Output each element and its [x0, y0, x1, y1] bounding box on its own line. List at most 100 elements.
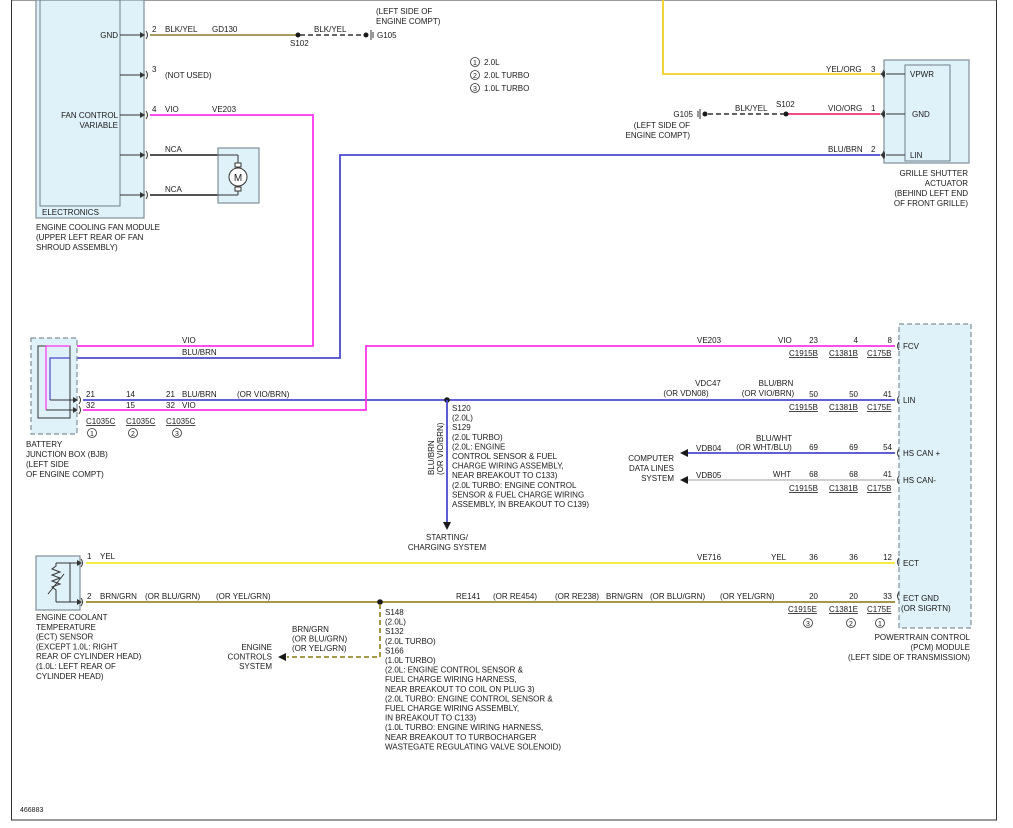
lin-color-alt: (OR VIO/BRN)	[742, 389, 795, 398]
gsa-pin2: 2	[871, 145, 876, 154]
s120-vert-color: BLU/BRN	[427, 440, 436, 475]
bjb-r1-a: 21	[86, 390, 95, 399]
bjb-r1-color: BLU/BRN	[182, 390, 217, 399]
fan-pin4: 4	[152, 105, 157, 114]
arrow-cdl-1	[680, 449, 688, 457]
hsp-color: BLU/WHT	[756, 434, 792, 443]
gsa-pin3: 3	[871, 65, 876, 74]
hsp-circuit: VDB04	[696, 444, 722, 453]
fan-pin3-note: (NOT USED)	[165, 71, 212, 80]
s148-line-4: S166	[385, 646, 404, 655]
thermistor-icon	[47, 562, 71, 603]
fan-gnd-label: GND	[100, 31, 118, 40]
bjb-vio: VIO	[182, 336, 196, 345]
s120-line-5: CONTROL SENSOR & FUEL	[452, 452, 558, 461]
hsp-p3: 54	[883, 443, 892, 452]
s120-line-3: (2.0L TURBO)	[452, 433, 503, 442]
gnd-conn-1: C1915E	[788, 605, 817, 614]
ground-symbol-top	[370, 30, 374, 40]
bjb-conn-n2: 2	[131, 431, 135, 438]
battery-junction-box: BATTERY JUNCTION BOX (BJB) (LEFT SIDE OF…	[26, 337, 108, 479]
gnd-conn-n3: 1	[878, 621, 882, 628]
gsa-lin: LIN	[910, 151, 923, 160]
fan-module-name: ENGINE COOLING FAN MODULE	[36, 223, 160, 232]
engine-controls-dest-0: ENGINE	[241, 643, 272, 652]
bjb-r2-color: VIO	[182, 401, 196, 410]
legend-n3: 3	[473, 86, 477, 93]
motor-label: M	[234, 173, 242, 184]
hsm-circuit: VDB05	[696, 471, 722, 480]
wire-blu-brn-lin-gsa	[70, 154, 880, 359]
ect-name-line-6: CYLINDER HEAD)	[36, 672, 104, 681]
bjb-r2-a: 32	[86, 401, 95, 410]
gsa-name-4: OF FRONT GRILLE)	[894, 199, 968, 208]
ect-color: YEL	[771, 553, 787, 562]
s148-text-block: S148(2.0L)S132(2.0L TURBO)S166(1.0L TURB…	[385, 608, 561, 751]
ect-pin2: 2	[87, 592, 92, 601]
s120-line-10: ASSEMBLY, IN BREAKOUT TO C139)	[452, 500, 589, 509]
lin-circuit-alt: (OR VDN08)	[663, 389, 709, 398]
wire-vio-fcv	[83, 345, 895, 411]
fcv-label: FCV	[903, 342, 920, 351]
gnd-p1: 20	[809, 592, 818, 601]
bjb-conn-n3: 3	[175, 431, 179, 438]
gsa-pin1: 1	[871, 104, 876, 113]
fan-pin2-color: BLK/YEL	[165, 25, 198, 34]
hsm-label: HS CAN-	[903, 476, 936, 485]
s148-line-10: FUEL CHARGE WIRING ASSEMBLY,	[385, 704, 519, 713]
ground-g105-top-dot	[363, 32, 369, 38]
s120-vert-alt: (OR VIO/BRN)	[436, 422, 445, 475]
ect-p1: 36	[809, 553, 818, 562]
legend-t3: 1.0L TURBO	[484, 84, 529, 93]
gsa-ground: G105	[673, 110, 693, 119]
fan-pin4-circuit: VE203	[212, 105, 237, 114]
engine-cooling-fan-module: GND FAN CONTROL VARIABLE ELECTRONICS ENG…	[35, 0, 160, 252]
ground-symbol-right	[697, 109, 701, 119]
lin-conn-2: C1381B	[829, 403, 858, 412]
gsa-ground-loc-1: (LEFT SIDE OF	[634, 121, 690, 130]
fcv-p3: 8	[888, 336, 893, 345]
cdl-conn-3: C175B	[867, 484, 891, 493]
ect-pin2-alt2: (OR YEL/GRN)	[216, 592, 271, 601]
s120-line-8: (2.0L TURBO: ENGINE CONTROL	[452, 481, 577, 490]
engine-controls-dest-1: CONTROLS	[228, 653, 272, 662]
diagram-frame	[11, 0, 997, 821]
ect-right-alt4: (OR YEL/GRN)	[720, 592, 775, 601]
ect-right-alt1: (OR RE454)	[493, 592, 537, 601]
bjb-name-4: OF ENGINE COMPT)	[26, 470, 104, 479]
starting-charging-1: STARTING/	[426, 533, 469, 542]
lin-p1: 50	[809, 390, 818, 399]
motor-icon	[218, 154, 248, 196]
ect-right-color: BRN/GRN	[606, 592, 643, 601]
bjb-r1-c: 21	[166, 390, 175, 399]
fcv-conn-3: C175B	[867, 349, 891, 358]
wire-brn-grn-branch	[287, 604, 381, 658]
bjb-conn-3: C1035C	[166, 417, 196, 426]
splice-s102-right	[783, 111, 789, 117]
pcm-box	[898, 323, 972, 629]
cdl-conn-2: C1381B	[829, 484, 858, 493]
s148-line-14: WASTEGATE REGULATING VALVE SOLENOID)	[385, 742, 561, 751]
s148-line-0: S148	[385, 608, 404, 617]
arrow-cdl-2	[680, 476, 688, 484]
s120-line-7: NEAR BREAKOUT TO C133)	[452, 471, 558, 480]
bjb-blu-brn: BLU/BRN	[182, 348, 217, 357]
ect-name-line-1: TEMPERATURE	[36, 623, 96, 632]
ect-name-line-5: (1.0L: LEFT REAR OF	[36, 662, 116, 671]
ect-pin2-color: BRN/GRN	[100, 592, 137, 601]
hsp-alt: (OR WHT/BLU)	[736, 443, 792, 452]
fan-module-inner	[39, 0, 121, 207]
wire-ve203-vio	[70, 114, 314, 347]
lin-conn-1: C1915B	[789, 403, 818, 412]
s120-text-block: S120(2.0L)S129(2.0L TURBO)(2.0L: ENGINEC…	[452, 404, 589, 509]
engine-controls-dest-2: SYSTEM	[239, 662, 272, 671]
s120-line-1: (2.0L)	[452, 414, 473, 423]
gnd-conn-3: C175E	[867, 605, 891, 614]
ect-pin2-alt1: (OR BLU/GRN)	[145, 592, 200, 601]
lin-p2: 50	[849, 390, 858, 399]
gsa-box	[883, 59, 970, 164]
legend-n2: 2	[473, 73, 477, 80]
top-wire-color: BLK/YEL	[314, 25, 347, 34]
